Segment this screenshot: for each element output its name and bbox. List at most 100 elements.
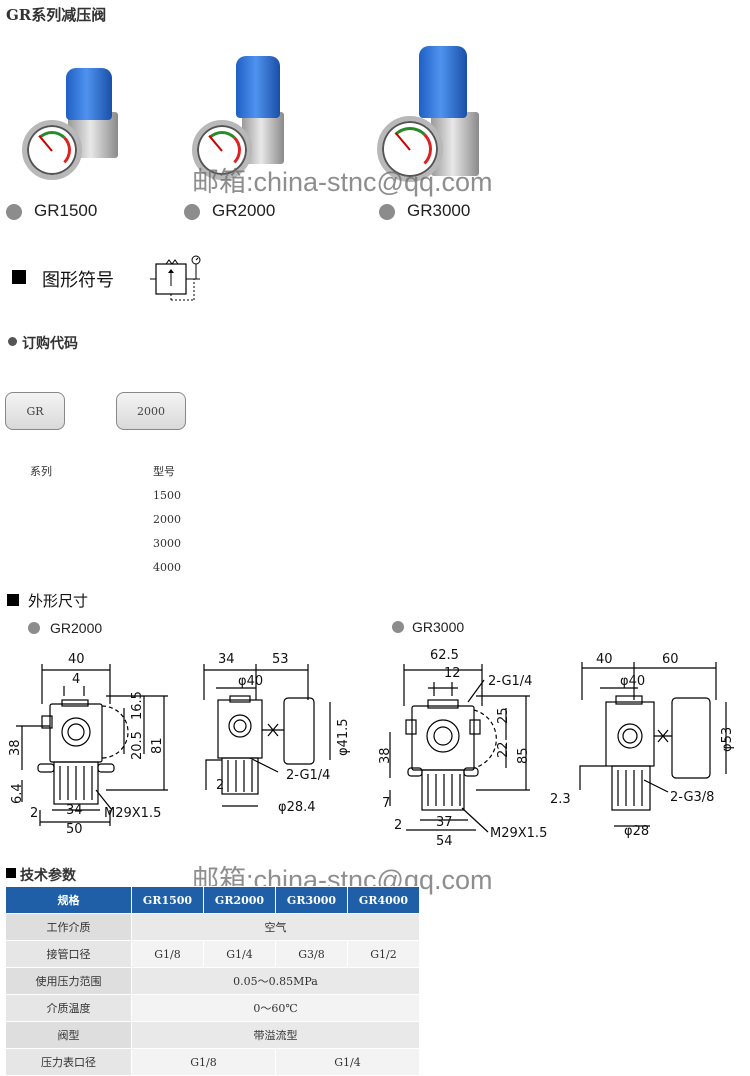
table-row: 阀型 带溢流型 [5,1021,420,1049]
table-row: 工作介质 空气 [5,913,420,941]
dim-label: 4 [72,672,81,687]
dim-label: 37 [436,815,453,830]
section-bullet-icon [12,270,26,284]
drawing-bullet-icon [392,621,404,633]
product-photo-gr2000 [190,50,320,180]
table-header-cell: GR3000 [275,886,348,914]
dim-label: φ53 [720,726,735,752]
dim-label: M29X1.5 [490,826,548,841]
table-header-cell: GR1500 [131,886,204,914]
dim-label: 6.4 [10,783,25,804]
gr3000-front-drawing [389,664,530,833]
dim-label: 22 [496,741,511,758]
drawing-bullet-icon [28,622,40,634]
drawing-title-gr2000: GR2000 [50,620,103,636]
row-label: 阀型 [5,1021,132,1049]
dim-label: 16.5 [130,691,145,720]
dim-label: 85 [516,747,531,764]
dim-label: 20.5 [130,731,145,760]
dim-label: 50 [66,822,83,837]
table-cell: G1/2 [347,940,420,968]
section-bullet-icon [7,594,19,606]
dim-label: 60 [662,652,679,667]
table-cell: G1/4 [275,1048,420,1076]
dim-label: 2 [30,806,39,821]
dimensions-section-title: 外形尺寸 [28,592,89,610]
watermark: 邮箱:china-stnc@qq.com [192,167,493,197]
dim-label: φ28.4 [278,800,316,815]
table-header-cell: GR4000 [347,886,420,914]
row-label: 工作介质 [5,913,132,941]
table-row: 介质温度 0～60℃ [5,994,420,1022]
dim-label: 34 [218,652,235,667]
product-photo-gr1500 [20,62,150,182]
regulator-symbol-icon [150,255,201,301]
model-bullet-icon [6,204,22,220]
dim-label: 38 [378,747,393,764]
row-label: 接管口径 [5,940,132,968]
model-option: 4000 [153,561,181,574]
dim-label: 2 [394,818,403,833]
row-label: 使用压力范围 [5,967,132,995]
model-option: 3000 [153,537,181,550]
section-bullet-icon [8,337,17,346]
gr2000-side-drawing [203,664,331,807]
section-bullet-icon [6,868,16,878]
gr3000-side-drawing [579,662,727,827]
table-cell: 0.05～0.85MPa [131,967,420,995]
dim-label: 81 [150,737,165,754]
model-option: 2000 [153,513,181,526]
table-cell: 空气 [131,913,420,941]
dim-label: 62.5 [430,648,459,663]
model-option: 1500 [153,489,181,502]
table-cell: G3/8 [275,940,348,968]
spec-table: 规格 GR1500 GR2000 GR3000 GR4000 工作介质 空气 接… [5,886,420,1076]
dim-label: 25 [496,707,511,724]
dim-label: M29X1.5 [104,806,162,821]
table-header-cell: 规格 [5,886,132,914]
dim-label: 7 [382,796,391,811]
dim-label: 40 [596,652,613,667]
dim-label: φ40 [238,674,264,689]
row-label: 压力表口径 [5,1048,132,1076]
table-row: 使用压力范围 0.05～0.85MPa [5,967,420,995]
model-label-gr3000: GR3000 [407,201,471,220]
table-row: 接管口径 G1/8 G1/4 G3/8 G1/2 [5,940,420,968]
dim-label: 12 [444,666,461,681]
model-label: 型号 [153,465,175,478]
dim-label: 2.3 [550,792,571,807]
series-label: 系列 [30,465,52,478]
table-cell: 带溢流型 [131,1021,420,1049]
table-header-cell: GR2000 [203,886,276,914]
model-label-gr1500: GR1500 [34,201,98,220]
dim-label: 2-G3/8 [670,790,715,805]
row-label: 介质温度 [5,994,132,1022]
dim-label: 38 [8,739,23,756]
table-cell: G1/8 [131,940,204,968]
dim-label: φ28 [624,824,650,839]
model-label-gr2000: GR2000 [212,201,276,220]
dim-label: 2 [216,778,225,793]
spec-section-title: 技术参数 [20,868,76,884]
dim-label: 53 [272,652,289,667]
symbol-section-title: 图形符号 [42,270,114,291]
dim-label: φ40 [620,674,646,689]
dim-label: 2-G1/4 [286,768,331,783]
table-cell: G1/4 [203,940,276,968]
drawing-title-gr3000: GR3000 [412,619,465,635]
page-title: GR系列减压阀 [6,6,107,24]
code-box-model: 2000 [116,392,186,430]
product-photo-gr3000 [375,42,505,182]
table-row: 压力表口径 G1/8 G1/4 [5,1048,420,1076]
dim-label: 40 [68,652,85,667]
dim-label: 34 [66,803,83,818]
table-cell: 0～60℃ [131,994,420,1022]
gr2000-front-drawing [16,664,168,826]
code-box-series: GR [5,392,65,430]
dim-label: 54 [436,834,453,849]
model-bullet-icon [379,204,395,220]
dim-label: φ41.5 [336,718,351,756]
dim-label: 2-G1/4 [488,674,533,689]
order-section-title: 订购代码 [22,336,78,352]
model-bullet-icon [184,204,200,220]
